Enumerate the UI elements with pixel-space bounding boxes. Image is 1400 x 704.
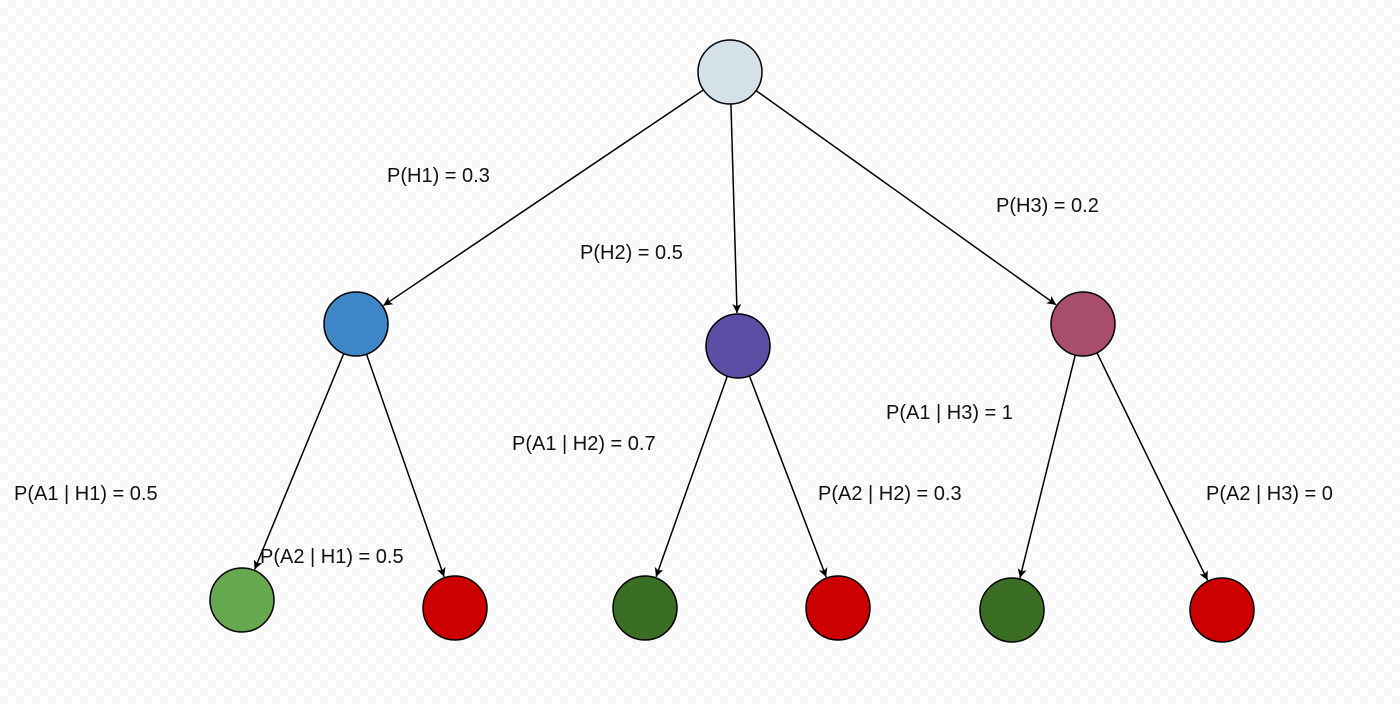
node-h1	[323, 291, 389, 357]
node-h1-a1	[209, 567, 275, 633]
labels-layer: P(H1) = 0.3P(H2) = 0.5 P(H3) = 0.2P(A1 | …	[14, 165, 1333, 568]
edge-label-h1: P(H1) = 0.3	[387, 165, 490, 187]
node-root	[697, 39, 763, 105]
edges-layer	[253, 89, 1209, 581]
edge-h1-to-h1-a1	[253, 353, 345, 570]
edge-root-to-h3	[755, 89, 1057, 306]
node-h2-a2	[805, 575, 871, 641]
edge-h1-to-h1-a2	[365, 353, 446, 578]
edge-label-h3-a2: P(A2 | H3) = 0	[1206, 483, 1333, 505]
edge-h3-to-h3-a2	[1096, 352, 1209, 581]
edge-h2-to-h2-a1	[654, 375, 729, 578]
node-h3	[1050, 291, 1116, 357]
edge-label-h2: P(H2) = 0.5	[580, 242, 683, 264]
edge-root-to-h1	[382, 89, 704, 307]
node-h2	[705, 313, 771, 379]
node-h1-a2	[422, 575, 488, 641]
nodes-layer	[209, 39, 1255, 643]
edge-label-h2-a1: P(A1 | H2) = 0.7	[512, 433, 656, 455]
node-h2-a1	[612, 575, 678, 641]
edge-h3-to-h3-a1	[1017, 354, 1077, 579]
edge-label-h1-a2: P(A2 | H1) = 0.5	[260, 546, 404, 568]
edge-label-h1-a1: P(A1 | H1) = 0.5	[14, 483, 158, 505]
edge-label-h2-a2: P(A2 | H2) = 0.3	[818, 483, 962, 505]
edge-label-h3-a1: P(A1 | H3) = 1	[886, 402, 1013, 424]
node-h3-a2	[1189, 577, 1255, 643]
edge-h2-to-h2-a2	[748, 375, 828, 578]
edge-label-h3: P(H3) = 0.2	[996, 195, 1099, 217]
node-h3-a1	[979, 577, 1045, 643]
edge-root-to-h2	[730, 103, 742, 314]
